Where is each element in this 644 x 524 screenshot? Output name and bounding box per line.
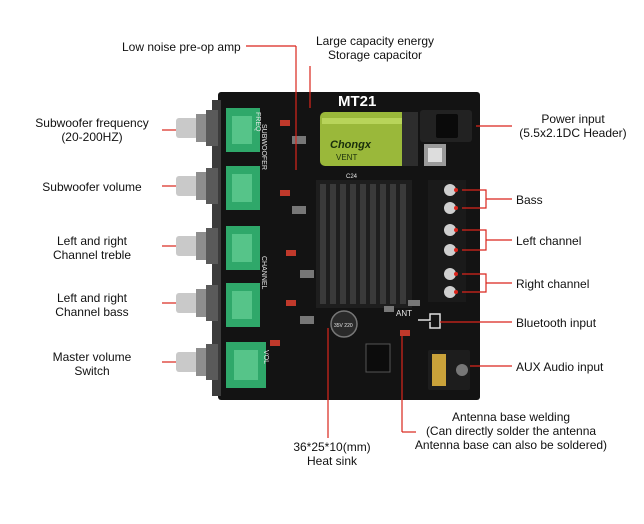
label-heatsink-line1: 36*25*10(mm) — [293, 440, 371, 454]
knob-subwoofer-volume[interactable] — [176, 168, 218, 204]
label-right-channel: Right channel — [516, 277, 590, 291]
label-heatsink-line2: Heat sink — [306, 454, 358, 468]
label-treble: Left and right Channel treble — [20, 234, 164, 262]
label-bass: Left and right Channel bass — [20, 291, 164, 319]
silk-freq: FREQ — [254, 112, 261, 132]
silk-channel: CHANNEL — [260, 256, 267, 290]
label-heat-sink: 36*25*10(mm) Heat sink — [280, 440, 384, 468]
label-capacitor-line2: Storage capacitor — [327, 48, 423, 62]
label-capacitor-line1: Large capacity energy — [315, 34, 435, 48]
heat-sink — [316, 180, 412, 308]
silk-vol: VOL — [262, 350, 269, 364]
label-left-channel: Left channel — [516, 234, 582, 248]
output-terminals — [428, 180, 466, 302]
label-treble-line1: Left and right — [56, 234, 128, 248]
label-capacitor: Large capacity energy Storage capacitor — [310, 34, 440, 62]
silk-c24: C24 — [346, 174, 358, 180]
ic-chip — [365, 343, 391, 373]
label-treble-line2: Channel treble — [52, 248, 132, 262]
label-power-input: Power input (5.5x2.1DC Header) — [508, 112, 638, 140]
label-power-line2: (5.5x2.1DC Header) — [519, 126, 627, 140]
label-master-volume: Master volume Switch — [20, 350, 164, 378]
label-master-line2: Switch — [74, 364, 110, 378]
leader-lines — [162, 45, 512, 438]
label-bass-output: Bass — [516, 193, 543, 207]
knob-treble[interactable] — [176, 228, 218, 264]
label-subwoofer-frequency: Subwoofer frequency (20-200HZ) — [20, 116, 164, 144]
label-antenna-line2: (Can directly solder the antenna — [425, 424, 597, 438]
silk-ant: ANT — [396, 309, 412, 318]
silk-cap-brand: Chongx — [330, 139, 372, 151]
silk-small-cap: 35V 220 — [334, 323, 353, 329]
knob-master-volume[interactable] — [176, 344, 218, 380]
label-antenna-line3: Antenna base can also be soldered) — [414, 438, 608, 452]
label-power-line1: Power input — [541, 112, 605, 126]
label-antenna: Antenna base welding (Can directly solde… — [408, 410, 614, 452]
label-antenna-line1: Antenna base welding — [451, 410, 571, 424]
small-capacitor — [330, 310, 358, 338]
label-bass-line2: Channel bass — [55, 305, 129, 319]
label-bass-line1: Left and right — [56, 291, 128, 305]
aux-jack — [428, 350, 470, 390]
storage-capacitor — [320, 112, 418, 166]
knob-bass[interactable] — [176, 285, 218, 321]
label-sub-freq-line2: (20-200HZ) — [61, 130, 123, 144]
silk-cap-vent: VENT — [336, 153, 357, 162]
label-master-line1: Master volume — [52, 350, 132, 364]
label-subwoofer-volume: Subwoofer volume — [42, 180, 142, 194]
bluetooth-antenna-trace — [418, 313, 441, 329]
silk-model: MT21 — [338, 93, 376, 110]
label-bluetooth-input: Bluetooth input — [516, 316, 597, 330]
label-aux-input: AUX Audio input — [516, 360, 604, 374]
silk-subwoofer: SUBWOOFER — [260, 124, 267, 170]
label-sub-freq-line1: Subwoofer frequency — [35, 116, 149, 130]
knob-subwoofer-frequency[interactable] — [176, 110, 218, 146]
label-preop-amp: Low noise pre-op amp — [122, 40, 241, 54]
